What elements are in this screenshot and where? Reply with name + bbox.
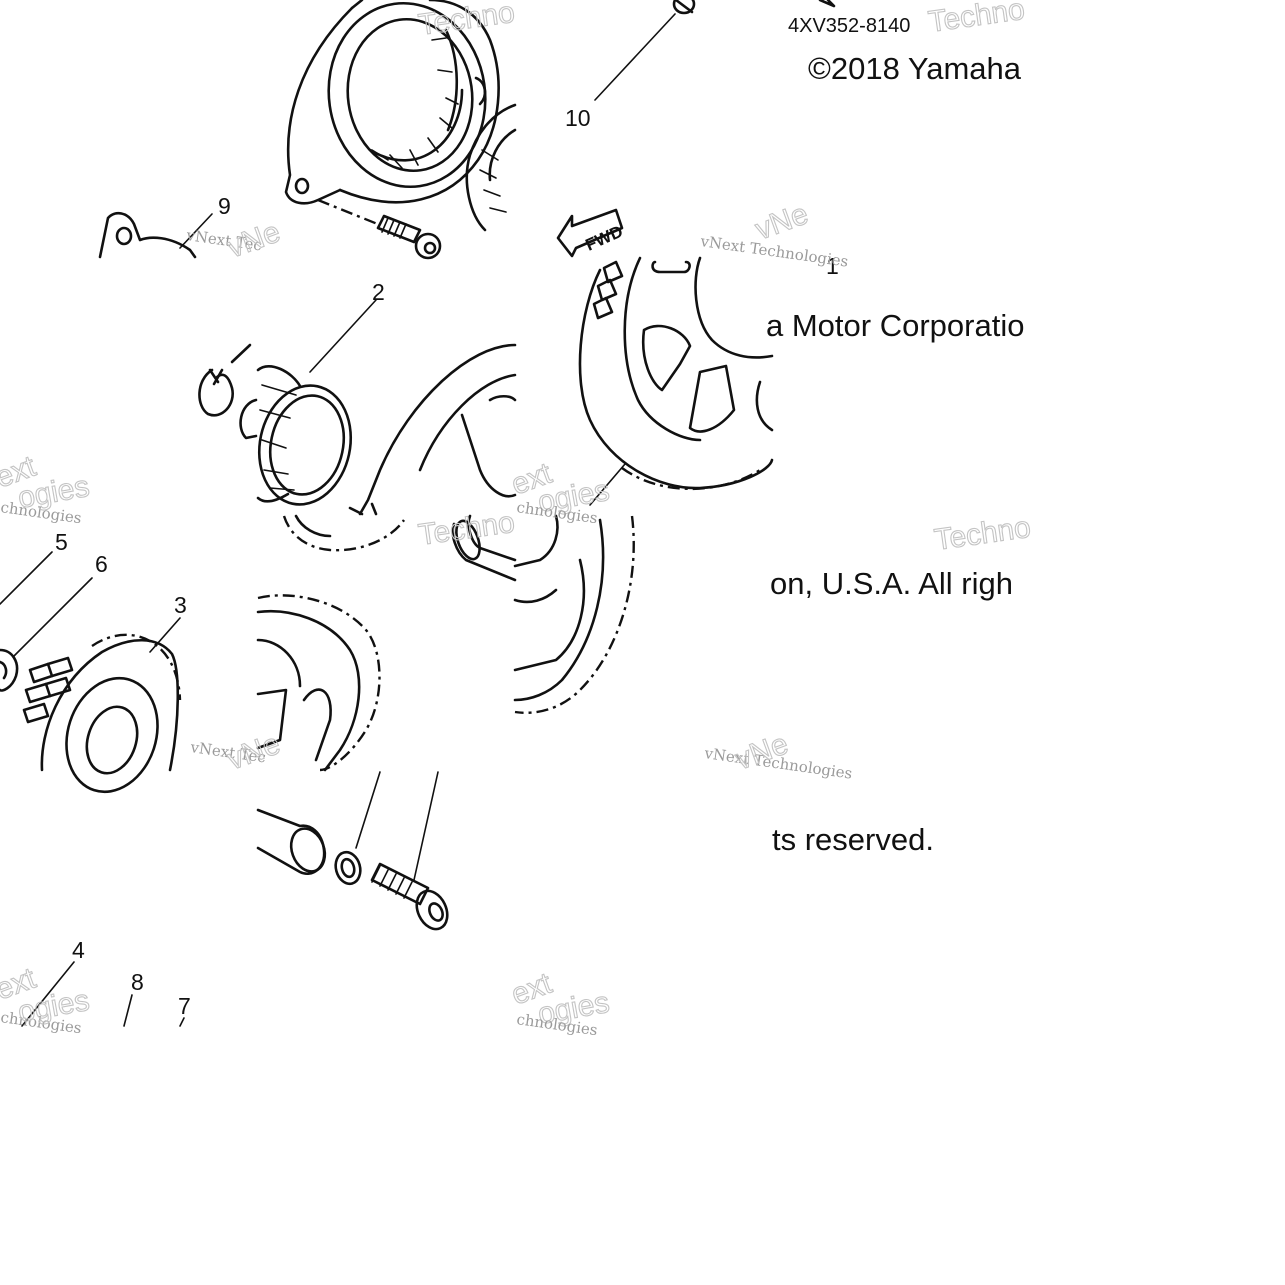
gear-teeth bbox=[22, 656, 74, 724]
arrow-mark-top bbox=[818, 0, 836, 8]
part-code: 4XV352-8140 bbox=[788, 15, 910, 37]
roller-bearing-inner bbox=[368, 28, 464, 169]
washer-part bbox=[239, 398, 258, 440]
housing-bolt bbox=[317, 198, 442, 260]
starter-driven-gear bbox=[348, 343, 517, 516]
sprocket-upper bbox=[578, 256, 774, 490]
leader-6 bbox=[13, 577, 93, 657]
watermark-large-8: Techno bbox=[932, 511, 1032, 557]
leader-8 bbox=[355, 771, 381, 849]
copyright-line-4: ts reserved. bbox=[772, 822, 934, 857]
washer-part-6 bbox=[0, 648, 19, 692]
roller-bearing-part-2 bbox=[256, 365, 353, 506]
washer-part-8 bbox=[334, 850, 362, 886]
callout-10: 10 bbox=[565, 105, 591, 131]
gear-lower-left-part-3 bbox=[22, 633, 182, 794]
watermark-large-7: Techno bbox=[416, 506, 516, 552]
callout-8: 8 bbox=[131, 969, 144, 995]
watermark-large-1: vNe bbox=[223, 215, 284, 264]
leader-7 bbox=[413, 771, 439, 881]
circlip bbox=[198, 343, 252, 417]
callout-3: 3 bbox=[174, 592, 187, 618]
callout-1: 1 bbox=[826, 253, 839, 279]
leader-4 bbox=[21, 961, 75, 1027]
callout-6: 6 bbox=[95, 551, 108, 577]
leader-8b bbox=[123, 994, 133, 1027]
watermark-large-2: vNe bbox=[751, 197, 812, 246]
bolt-part-7 bbox=[370, 862, 449, 931]
leader-9 bbox=[179, 213, 213, 249]
leader-3 bbox=[149, 617, 181, 653]
collar-sleeve bbox=[256, 808, 327, 875]
leader-5 bbox=[0, 551, 53, 605]
bolt-top-right bbox=[672, 0, 696, 15]
shaft bbox=[451, 514, 517, 582]
callout-5: 5 bbox=[55, 529, 68, 555]
bearing-housing bbox=[284, 0, 500, 205]
callout-9: 9 bbox=[218, 193, 231, 219]
copyright-line-3: on, U.S.A. All righ bbox=[770, 566, 1013, 601]
watermark: Techno Techno vNext Tec vNe vNext Techno… bbox=[0, 0, 1033, 1039]
watermark-large-top-left: Techno bbox=[416, 0, 516, 42]
cover-part-9 bbox=[98, 211, 197, 259]
fwd-arrow: FWD bbox=[556, 208, 626, 258]
leader-1b bbox=[589, 463, 626, 506]
fwd-label: FWD bbox=[583, 222, 626, 255]
sprocket-middle bbox=[256, 514, 405, 772]
watermark-large-9: vNe bbox=[223, 727, 284, 776]
copyright-line-2: a Motor Corporatio bbox=[766, 308, 1024, 343]
sprocket-lower-right bbox=[513, 514, 635, 714]
starter-gear-upper bbox=[465, 103, 517, 232]
leader-2 bbox=[309, 299, 377, 373]
leader-10 bbox=[594, 13, 676, 101]
watermark-large-top: Techno bbox=[926, 0, 1026, 39]
callout-4: 4 bbox=[72, 937, 85, 963]
copyright-line-1: ©2018 Yamaha bbox=[808, 51, 1022, 86]
leader-7b bbox=[179, 1017, 185, 1027]
callout-7: 7 bbox=[178, 993, 191, 1019]
callout-2: 2 bbox=[372, 279, 385, 305]
